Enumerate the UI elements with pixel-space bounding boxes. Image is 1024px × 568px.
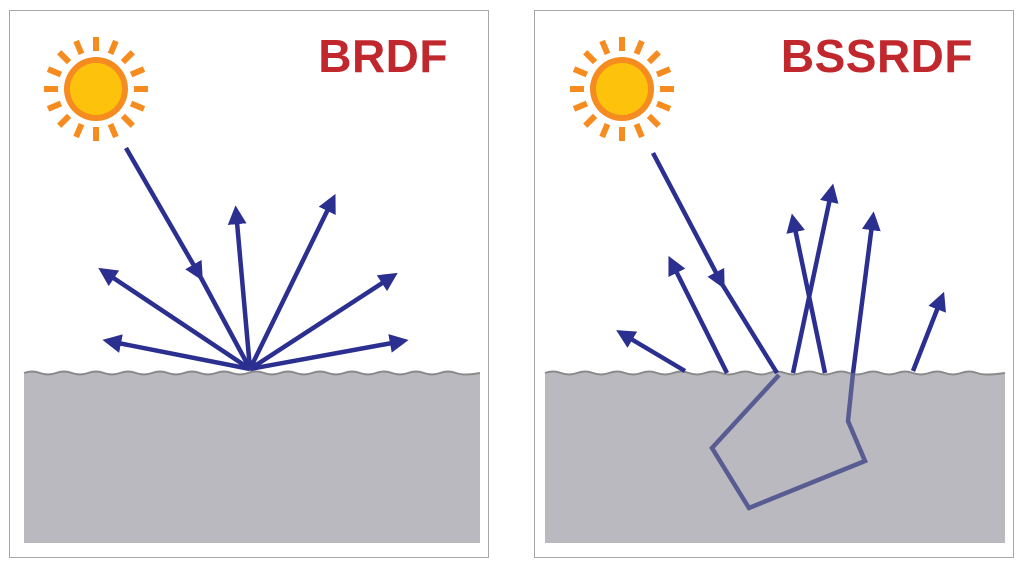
- subsurface-scattering-path: [709, 372, 868, 511]
- surface: [544, 370, 1006, 543]
- bssrdf-panel: BSSRDF: [534, 10, 1014, 558]
- exiting-ray: [910, 291, 946, 372]
- bssrdf-diagram: [544, 37, 1006, 543]
- exiting-ray: [790, 183, 839, 374]
- sun-icon: [570, 37, 674, 141]
- exiting-ray: [668, 255, 730, 375]
- brdf-title: BRDF: [318, 30, 448, 82]
- incident-ray: [651, 151, 725, 290]
- reflected-ray: [102, 334, 251, 372]
- incident-ray: [124, 146, 203, 281]
- reflected-ray: [98, 267, 252, 371]
- brdf-panel: BRDF: [9, 10, 489, 558]
- reflected-ray: [249, 334, 409, 372]
- reflected-ray: [247, 193, 336, 370]
- bssrdf-title: BSSRDF: [780, 30, 973, 82]
- sun-icon: [44, 37, 148, 141]
- brdf-diagram: [23, 37, 481, 543]
- exiting-ray: [616, 330, 687, 373]
- reflected-ray: [227, 205, 253, 370]
- incident-ray-continuation: [720, 282, 779, 375]
- surface: [23, 370, 481, 543]
- reflected-ray: [248, 272, 398, 371]
- exiting-ray: [850, 211, 881, 374]
- incident-ray-continuation: [198, 274, 252, 371]
